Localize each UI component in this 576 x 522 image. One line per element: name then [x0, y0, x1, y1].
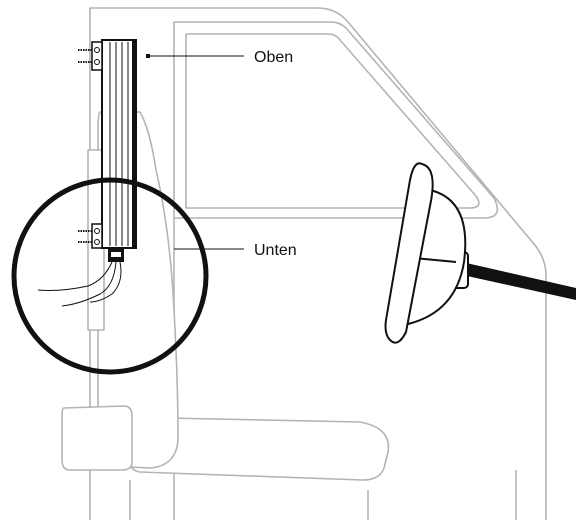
bracket-bottom-screw-1: [94, 228, 100, 234]
seat-armrest: [61, 405, 133, 471]
callout-top-marker: [146, 54, 150, 58]
label-top: Oben: [254, 49, 293, 66]
cab-outer-frame: [89, 7, 547, 520]
bracket-bottom-plate: [91, 223, 103, 249]
cables: [37, 261, 122, 307]
bracket-top: [78, 41, 103, 71]
steering-column: [458, 262, 576, 300]
bracket-top-screw-1: [94, 47, 100, 53]
steering-wheel: [384, 162, 576, 344]
callout-bottom: Unten: [174, 242, 297, 259]
steering-wheel-dish: [407, 189, 467, 325]
bracket-bottom: [78, 223, 103, 249]
mounted-device: [78, 39, 137, 262]
steering-spoke: [413, 257, 457, 263]
device-back-plate: [132, 40, 137, 248]
cable-1: [37, 261, 113, 291]
bracket-bottom-screw-2: [94, 239, 100, 245]
detail-magnifier-circle: [11, 177, 209, 375]
callout-top: Oben: [146, 49, 293, 66]
label-bottom: Unten: [254, 242, 297, 259]
device-connector-slot: [111, 252, 121, 257]
window-inner-frame: [185, 33, 480, 209]
bracket-top-screw-2: [94, 59, 100, 65]
cable-2: [61, 261, 117, 307]
cab-frame: [89, 7, 547, 520]
device-body: [101, 39, 137, 249]
cable-3: [89, 261, 122, 303]
steering-wheel-rim: [384, 162, 434, 344]
door-window-outline: [173, 21, 499, 219]
bracket-top-plate: [91, 41, 103, 71]
